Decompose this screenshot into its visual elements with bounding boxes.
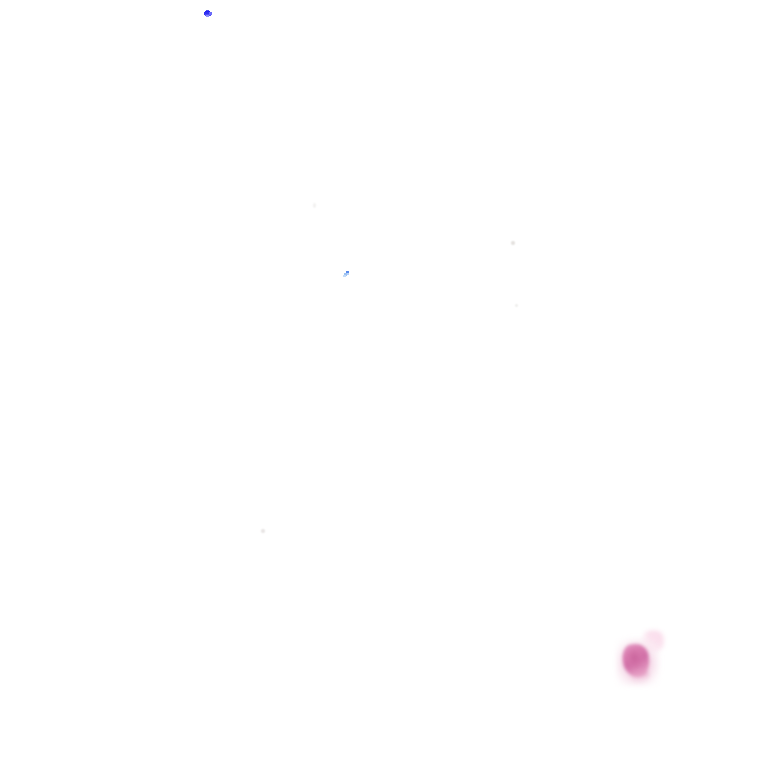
blob-core (620, 642, 652, 679)
blob-tail (632, 670, 649, 683)
pink-watercolor-blob (612, 627, 668, 690)
faint-gray-speck-a (511, 241, 515, 245)
blue-ink-speck-primary (204, 10, 213, 19)
faint-gray-speck-b (515, 304, 518, 307)
speck-pixel (347, 273, 349, 275)
blob-core-dark (625, 647, 644, 670)
speck-pixel (343, 275, 346, 277)
speck-pixel (206, 10, 209, 12)
blob-wisp (639, 627, 667, 655)
speck-pixel (206, 15, 209, 17)
speck-pixel (205, 14, 211, 16)
blob-wisp-tip (649, 633, 659, 641)
speck-pixel (346, 271, 349, 274)
speck-pixel (344, 273, 347, 276)
faint-gray-speck-c (261, 529, 265, 533)
speck-pixel (205, 11, 210, 14)
speck-pixel (209, 12, 212, 15)
blue-ink-speck-secondary (343, 271, 351, 279)
speck-pixel (204, 12, 211, 15)
blob-halo (616, 638, 660, 686)
faint-gray-speck-d (313, 203, 316, 208)
